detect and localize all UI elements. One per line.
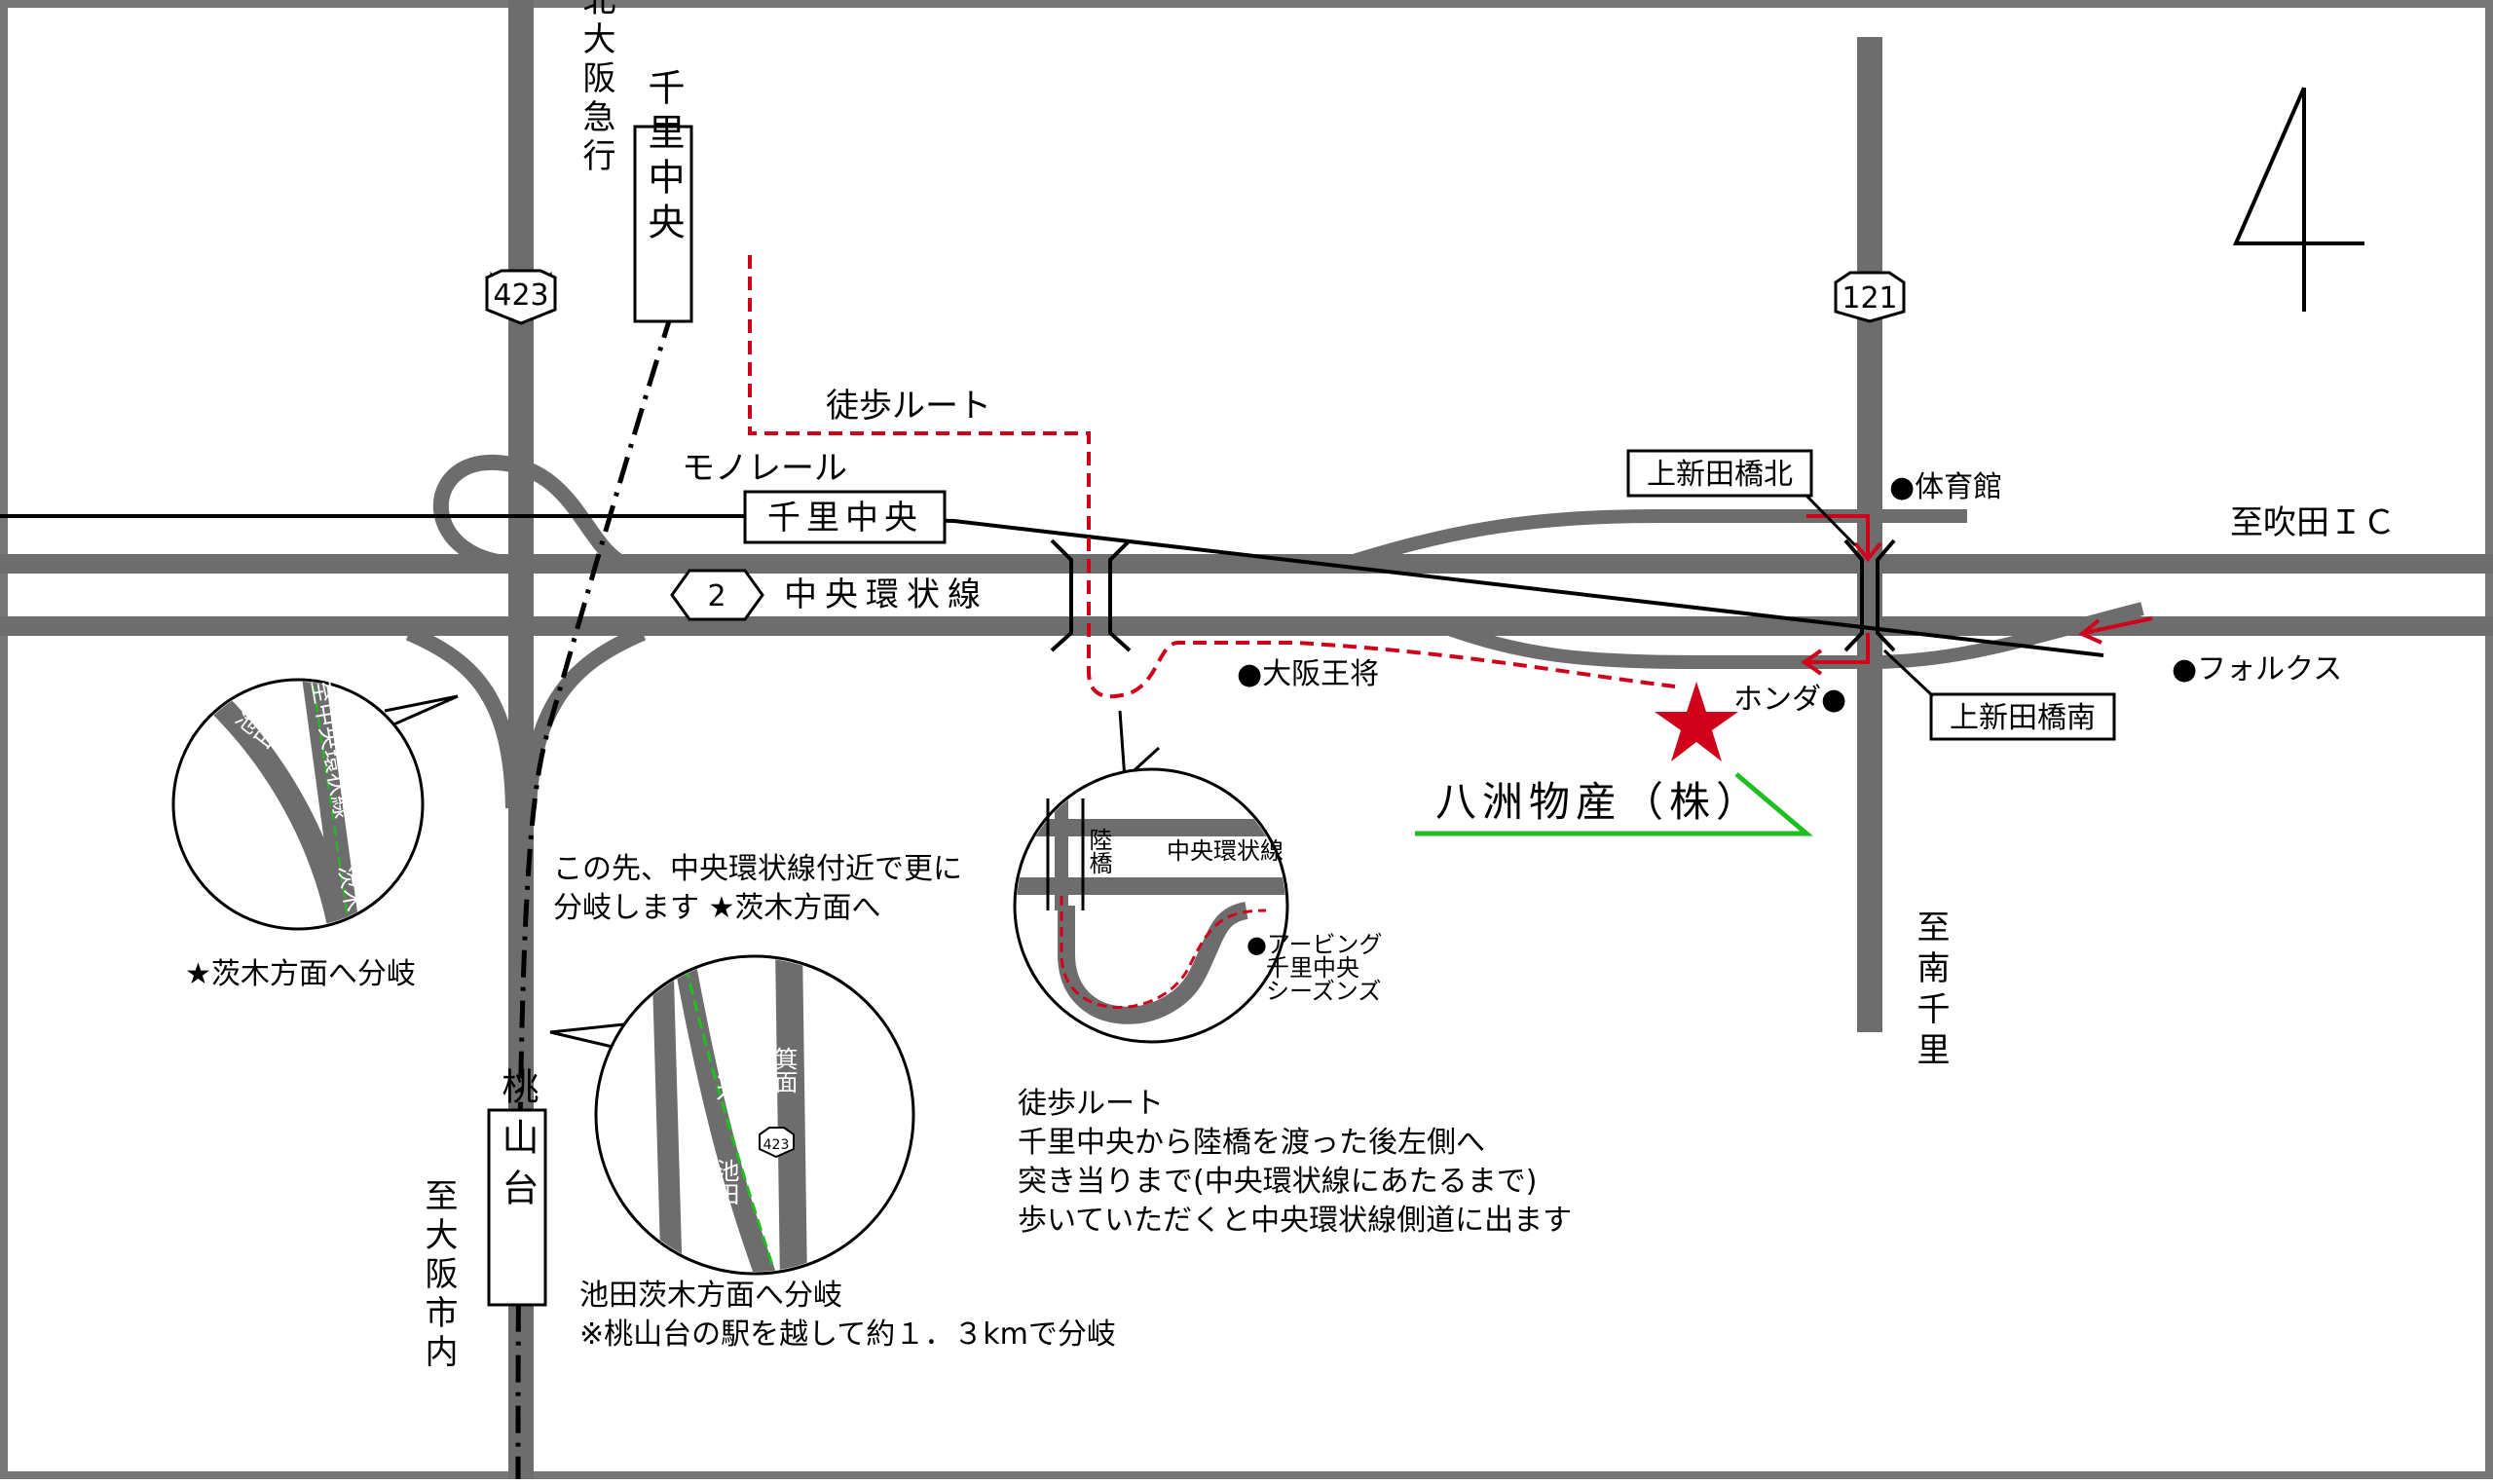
inset-mid-note-1: この先、中央環状線付近で更に (553, 852, 962, 886)
company-name: 八洲物産（株） (1435, 778, 1763, 826)
inset-mid-shield: 423 (763, 1137, 790, 1153)
station-senri-chuo-monorail: 千里中央 (767, 499, 923, 538)
inset-mid-caption-1: 池田茨木方面へ分岐 (579, 1279, 842, 1313)
landmark-gym: ●体育館 (1889, 470, 2002, 504)
direction-suita-ic: 至吹田ＩＣ (2230, 503, 2396, 542)
bridge-pointer-south (1882, 649, 1935, 698)
inset-right-rikkyo: 陸橋 (1085, 828, 1112, 874)
station-momoyamadai: 桃山台 (496, 1067, 539, 1219)
chuo-kanjo-label: 中央環状線 (784, 575, 988, 614)
landmark-osaka-osho: ●大阪王将 (1237, 657, 1379, 691)
bridge-box-north (1626, 449, 1813, 498)
direction-minami-senri: 至南千里 (1911, 909, 1950, 1073)
route423-label: 423 (493, 278, 548, 313)
bridge-box-south (1929, 692, 2116, 741)
ramp-right (521, 625, 647, 809)
frontage-upper (1341, 509, 1967, 571)
inset-left: 池田 至中央環状線 茨木 ★茨木方面へ分岐 (171, 678, 459, 991)
inset-mid-arrow-ikeda: 池田 (712, 1159, 739, 1206)
walk-route-label: 徒歩ルート (826, 387, 991, 426)
inset-right-road: 中央環状線 (1167, 837, 1284, 865)
walk-notes-line-2: 突き当りまで(中央環状線にあたるまで) (1018, 1165, 1537, 1199)
station-box-senri-chuo-monorail (743, 490, 947, 544)
walk-notes: 徒歩ルート 千里中央から陸橋を渡った後左側へ 突き当りまで(中央環状線にあたるま… (1018, 1087, 1572, 1238)
route121-shield: 121 (1834, 271, 1906, 323)
station-box-momoyamadai (487, 1108, 547, 1307)
bridge-kamishinden-minami: 上新田橋南 (1950, 701, 2096, 735)
inset-right: 陸橋 中央環状線 ●アービング 千里中央 シーズンズ (1013, 710, 1383, 1044)
station-senri-chuo-vertical: 千里中央 (642, 68, 685, 247)
inset-mid-note-2: 分岐します ★茨木方面へ (553, 891, 880, 925)
frontage-lower (1438, 619, 1870, 669)
inset-mid-arrow-minoh: 箕面 (770, 1047, 798, 1094)
interchange-loop (432, 454, 628, 572)
kitaosaka-label: 北大阪急行 (577, 0, 615, 177)
landmark-volks: ●フォルクス (2172, 652, 2342, 686)
direction-osaka-city: 至大阪市内 (419, 1178, 458, 1373)
route121-label: 121 (1842, 281, 1897, 315)
walk-notes-line-1: 千里中央から陸橋を渡った後左側へ (1018, 1126, 1485, 1160)
inset-right-bldg-1: ●アービング (1246, 931, 1383, 958)
inset-mid-caption-2: ※桃山台の駅を越して約１．３kmで分岐 (579, 1317, 1116, 1352)
inset-right-bldg-3: シーズンズ (1266, 978, 1381, 1005)
route2-shield: 2 (670, 569, 764, 621)
walk-route (748, 255, 1676, 699)
route2-label: 2 (707, 579, 726, 613)
monorail-label: モノレール (682, 449, 847, 488)
company-pointer (1415, 772, 1813, 836)
station-box-senri-chuo-vertical (633, 125, 693, 323)
bridge-kamishinden-kita: 上新田橋北 (1647, 458, 1793, 492)
overpass-marks (1050, 538, 1896, 652)
north-arrow-icon (2232, 87, 2364, 312)
inset-left-caption: ★茨木方面へ分岐 (185, 957, 416, 991)
ramp-left (405, 625, 521, 809)
inset-right-bldg-2: 千里中央 (1266, 954, 1359, 982)
inset-middle: この先、中央環状線付近で更に 分岐します ★茨木方面へ 箕面 茨木 池田 423… (549, 852, 1116, 1352)
destination-star-icon (1655, 682, 1738, 761)
route423-shield: 423 (485, 269, 557, 325)
inset-mid-arrow-ibaraki: 茨木 (712, 1057, 739, 1103)
landmark-honda: ホンダ● (1733, 683, 1846, 717)
walk-notes-line-3: 歩いていただくと中央環状線側道に出ます (1018, 1204, 1572, 1238)
bridge-pointer-north (1805, 494, 1857, 547)
walk-notes-title: 徒歩ルート (1018, 1087, 1164, 1121)
